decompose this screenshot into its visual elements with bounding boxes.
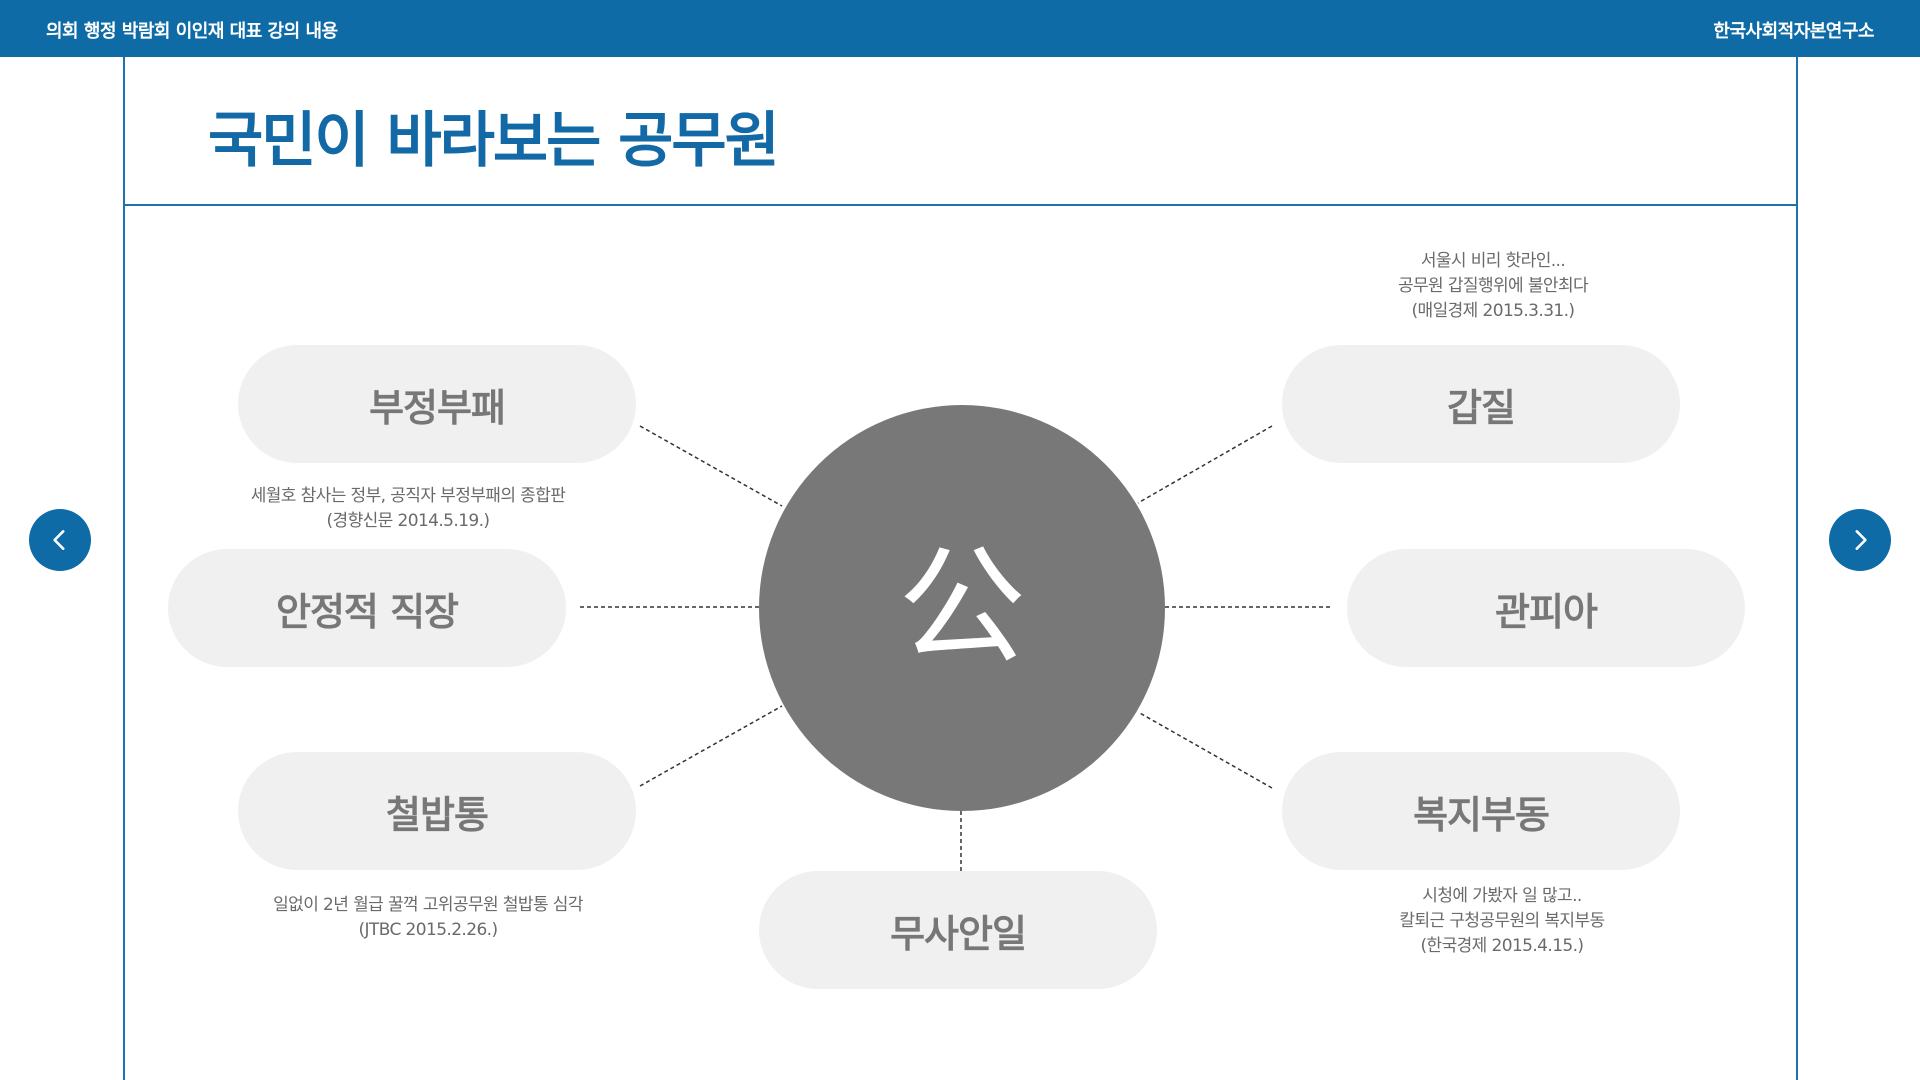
pill-passivity: 복지부동 <box>1282 752 1680 870</box>
slide-title: 국민이 바라보는 공무원 <box>208 106 780 176</box>
note-line: 일없이 2년 월급 꿀꺽 고위공무원 철밥통 심각 <box>273 895 583 915</box>
header-organization-name: 한국사회적자본연구소 <box>1713 21 1874 42</box>
note-top-right: 서울시 비리 핫라인... 공무원 갑질행위에 불안최다 (매일경제 2015.… <box>1345 249 1641 324</box>
pill-corruption: 부정부패 <box>238 345 636 463</box>
slide-frame <box>123 57 1798 1080</box>
connector-bottom-right <box>1137 711 1273 789</box>
note-line: 칼퇴근 구청공무원의 복지부동 <box>1399 911 1605 931</box>
header-lecture-title: 의회 행정 박람회 이인재 대표 강의 내용 <box>46 21 338 42</box>
note-line: (JTBC 2015.2.26.) <box>358 920 498 940</box>
note-line: (매일경제 2015.3.31.) <box>1411 301 1576 321</box>
prev-slide-button[interactable] <box>29 509 91 571</box>
center-character: 公 <box>897 533 1026 682</box>
note-line: (한국경제 2015.4.15.) <box>1420 936 1585 956</box>
chevron-left-icon <box>53 530 65 550</box>
pill-complacency: 무사안일 <box>759 871 1157 989</box>
top-header-bar: 의회 행정 박람회 이인재 대표 강의 내용 한국사회적자본연구소 <box>0 0 1920 57</box>
note-left-mid: 세월호 참사는 정부, 공직자 부정부패의 종합판 (경향신문 2014.5.1… <box>238 484 578 534</box>
note-bottom-right: 시청에 가봤자 일 많고.. 칼퇴근 구청공무원의 복지부동 (한국경제 201… <box>1354 884 1650 959</box>
note-bottom-left: 일없이 2년 월급 꿀꺽 고위공무원 철밥통 심각 (JTBC 2015.2.2… <box>258 893 598 943</box>
connector-bottom-left <box>639 705 783 787</box>
note-line: 세월호 참사는 정부, 공직자 부정부패의 종합판 <box>250 486 566 506</box>
pill-iron-rice-bowl: 철밥통 <box>238 752 636 870</box>
center-circle: 公 <box>759 405 1165 811</box>
chevron-right-icon <box>1855 530 1867 550</box>
pill-stable-job: 안정적 직장 <box>168 549 566 667</box>
pill-gwanpia: 관피아 <box>1347 549 1745 667</box>
title-divider <box>123 204 1798 206</box>
note-line: 서울시 비리 핫라인... <box>1420 251 1566 271</box>
note-line: 시청에 가봤자 일 많고.. <box>1422 886 1582 906</box>
pill-gapjil: 갑질 <box>1282 345 1680 463</box>
connector-top-right <box>1137 425 1273 504</box>
next-slide-button[interactable] <box>1829 509 1891 571</box>
connector-top-left <box>639 425 783 507</box>
note-line: (경향신문 2014.5.19.) <box>326 511 491 531</box>
note-line: 공무원 갑질행위에 불안최다 <box>1397 276 1589 296</box>
